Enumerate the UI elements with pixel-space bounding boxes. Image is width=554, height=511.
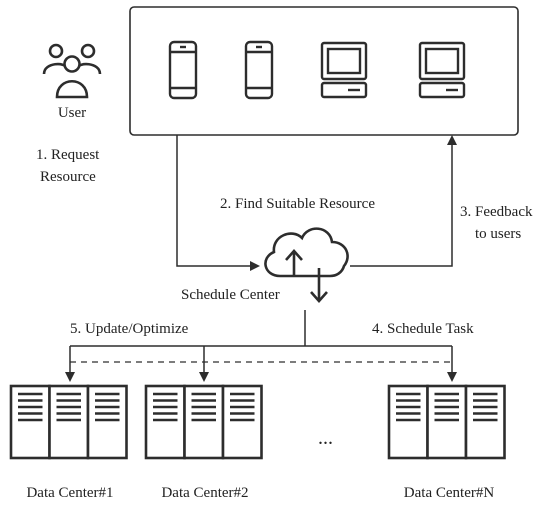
desktop-computer-icon	[418, 41, 466, 99]
upload-arrow-icon	[285, 249, 303, 276]
data-center-label-1: Data Center#1	[26, 485, 114, 501]
request-arrow	[176, 135, 260, 271]
server-rack-icon	[387, 384, 506, 460]
schedule-center-label: Schedule Center	[181, 287, 280, 303]
server-rack-icon	[144, 384, 263, 460]
step1-label-line1: 1. Request	[36, 147, 100, 163]
step1-label-line2: Resource	[40, 169, 96, 185]
download-arrow-icon	[310, 268, 328, 303]
user-label: User	[57, 105, 87, 121]
step4-label: 4. Schedule Task	[372, 321, 474, 337]
cloud-icon	[264, 227, 349, 278]
server-rack-icon	[9, 384, 128, 460]
step5-label: 5. Update/Optimize	[70, 321, 189, 337]
smartphone-icon	[168, 40, 198, 100]
data-center-racks	[9, 384, 506, 460]
resource-box	[129, 6, 519, 136]
users-icon	[42, 43, 102, 99]
step2-label: 2. Find Suitable Resource	[220, 196, 375, 212]
feedback-arrow	[350, 135, 457, 267]
step3-label-line1: 3. Feedback	[460, 204, 533, 220]
data-center-label-2: Data Center#2	[161, 485, 249, 501]
smartphone-icon	[244, 40, 274, 100]
desktop-computer-icon	[320, 41, 368, 99]
data-center-label-n: Data Center#N	[403, 485, 495, 501]
step3-label-line2: to users	[475, 226, 522, 242]
ellipsis-label: ...	[318, 427, 333, 449]
